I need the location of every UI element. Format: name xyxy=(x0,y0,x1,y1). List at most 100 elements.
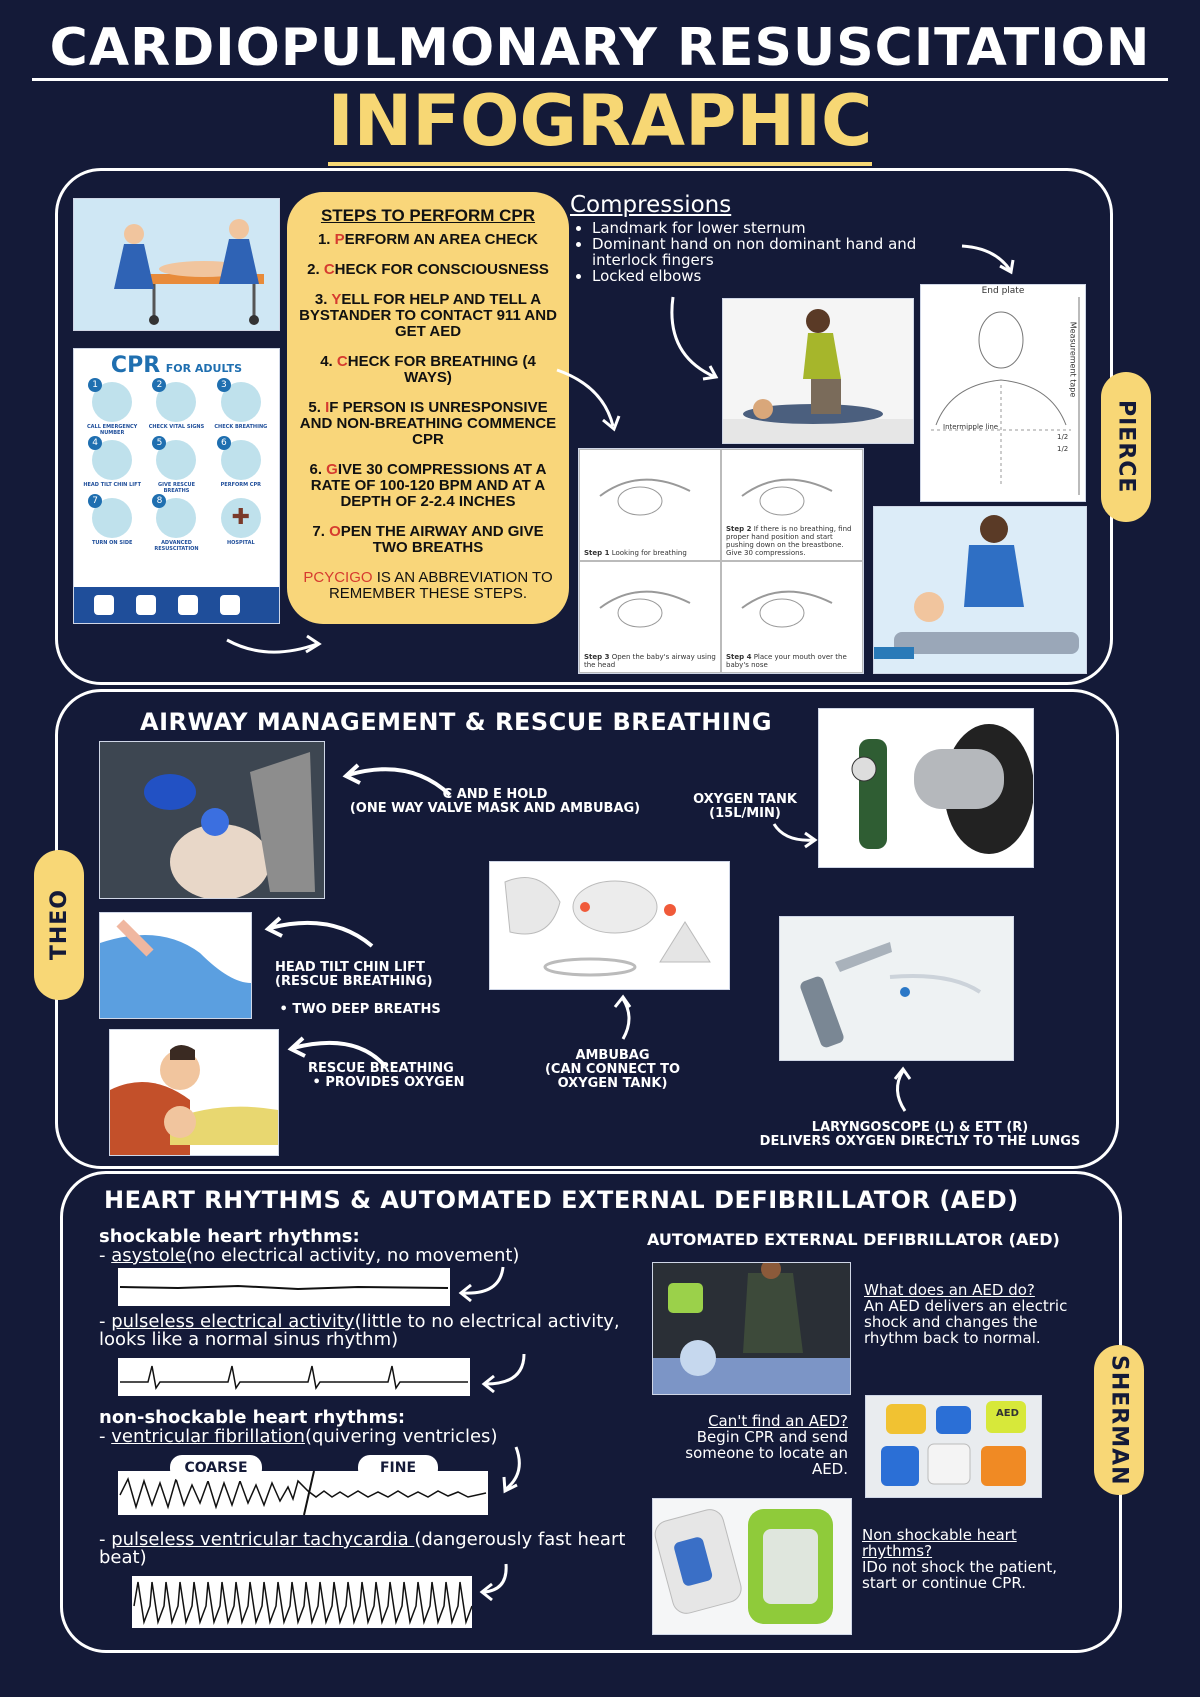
rescue-breathing-caption: RESCUE BREATHING • PROVIDES OXYGEN xyxy=(308,1061,465,1090)
curved-arrow-icon xyxy=(481,1353,526,1394)
vf-text: - ventricular fibrillation(quivering ven… xyxy=(99,1426,498,1447)
coarse-badge: COARSE xyxy=(170,1455,262,1481)
cpr-step: 4. CHECK FOR BREATHING (4 WAYS) xyxy=(320,353,536,386)
infant-step-cell: Step 3 Open the baby's airway using the … xyxy=(579,561,721,673)
main-subtitle: INFOGRAPHIC xyxy=(0,80,1200,166)
compression-bullet: Landmark for lower sternum xyxy=(592,220,970,236)
curved-arrow-icon xyxy=(264,916,374,948)
step-label: HEAD TILT CHIN LIFT xyxy=(83,482,141,488)
step-number: 2 xyxy=(152,378,167,392)
curved-arrow-icon xyxy=(961,244,1015,275)
main-title: CARDIOPULMONARY RESUSCITATION xyxy=(0,18,1200,81)
compression-bullet: Locked elbows xyxy=(592,268,970,284)
curved-arrow-icon xyxy=(670,296,719,381)
compression-bullet: Dominant hand on non dominant hand and i… xyxy=(592,236,970,268)
poster-title: CPR FOR ADULTS xyxy=(110,353,243,378)
curved-arrow-icon xyxy=(613,994,632,1040)
fine-badge: FINE xyxy=(358,1455,438,1481)
curved-arrow-icon xyxy=(479,1563,508,1602)
airway-section-title: AIRWAY MANAGEMENT & RESCUE BREATHING xyxy=(140,708,773,736)
cpr-step: 1. PERFORM AN AREA CHECK xyxy=(317,231,539,248)
chest-landmark-diagram: End plate Measurement tape Intermipple l… xyxy=(920,284,1086,502)
step-illustration-icon: 2 xyxy=(152,378,197,422)
rescue-breathing-illustration xyxy=(109,1029,279,1156)
pea-strip xyxy=(118,1358,470,1396)
aed-training-photo xyxy=(652,1262,851,1395)
aed-badge-label: AED xyxy=(996,1408,1019,1419)
step-label: CHECK VITAL SIGNS xyxy=(148,424,205,430)
poster-footer xyxy=(74,587,279,623)
curved-arrow-icon xyxy=(893,1066,912,1112)
compressions-section: Compressions Landmark for lower sternumD… xyxy=(570,192,970,284)
steps-title: STEPS TO PERFORM CPR xyxy=(320,206,536,225)
infant-step-cell: Step 2 If there is no breathing, find pr… xyxy=(721,449,863,561)
pea-text: - pulseless electrical activity(little t… xyxy=(99,1311,620,1350)
rescuer-illustration xyxy=(873,506,1087,674)
diagram-label: 1/2 xyxy=(1057,445,1069,453)
step-number: 3 xyxy=(216,378,231,392)
c-e-hold-photo xyxy=(99,741,325,899)
vt-waveform xyxy=(133,1581,472,1625)
infant-step-cell: Step 1 Looking for breathing xyxy=(579,449,721,561)
cpr-step: 5. IF PERSON IS UNRESPONSIVE AND NON-BRE… xyxy=(299,399,557,448)
aed-heading: AUTOMATED EXTERNAL DEFIBRILLATOR (AED) xyxy=(647,1230,1060,1249)
steps-note: PCYCIGO IS AN ABBREVIATION TO REMEMBER T… xyxy=(303,569,553,602)
aed-qa-3: Non shockable heart rhythms? IDo not sho… xyxy=(862,1526,1057,1592)
compressions-list: Landmark for lower sternumDominant hand … xyxy=(570,220,970,284)
compressions-title: Compressions xyxy=(570,192,732,218)
infant-step-cell: Step 4 Place your mouth over the baby's … xyxy=(721,561,863,673)
step-label: CHECK BREATHING xyxy=(214,424,268,430)
curved-arrow-icon xyxy=(287,1036,387,1068)
step-illustration-icon: 8 xyxy=(152,494,197,538)
curved-arrow-icon xyxy=(556,368,621,432)
diagram-label: End plate xyxy=(981,286,1025,296)
step-label: HOSPITAL xyxy=(227,540,255,546)
step-label: ADVANCED RESUSCITATION xyxy=(154,540,199,552)
step-label: GIVE RESCUE BREATHS xyxy=(157,482,195,494)
head-tilt-caption: HEAD TILT CHIN LIFT (RESCUE BREATHING) •… xyxy=(275,960,441,1017)
cpr-step: 2. CHECK FOR CONSCIOUSNESS xyxy=(307,261,549,278)
step-label: CALL EMERGENCY NUMBER xyxy=(87,424,138,436)
laryngoscope-photo xyxy=(779,916,1014,1061)
nonshockable-section: non-shockable heart rhythms: - ventricul… xyxy=(99,1407,639,1446)
oxygen-tank-photo xyxy=(818,708,1034,868)
step-number: 8 xyxy=(152,494,167,508)
asystole-strip xyxy=(118,1268,450,1306)
compression-photo xyxy=(722,298,914,444)
step-illustration-icon: 5 xyxy=(152,436,197,480)
asystole-text: - asystole(no electrical activity, no mo… xyxy=(99,1245,520,1266)
diagram-label: 1/2 xyxy=(1057,433,1069,441)
diagram-label: Measurement tape xyxy=(1068,321,1078,398)
curved-arrow-icon xyxy=(458,1266,505,1303)
rhythms-column: shockable heart rhythms: - asystole(no e… xyxy=(99,1226,639,1265)
diagram-label: Intermipple line xyxy=(943,423,999,431)
step-number: 6 xyxy=(216,436,231,450)
curved-arrow-icon xyxy=(502,1446,521,1494)
author-tag-theo: THEO xyxy=(34,850,84,1000)
aed-qa-1: What does an AED do? An AED delivers an … xyxy=(864,1281,1068,1347)
laryngoscope-caption: LARYNGOSCOPE (L) & ETT (R) DELIVERS OXYG… xyxy=(759,1120,1081,1149)
author-tag-sherman: SHERMAN xyxy=(1094,1345,1144,1495)
step-number: 5 xyxy=(152,436,167,450)
ambubag-photo xyxy=(489,861,730,990)
vt-strip xyxy=(132,1576,472,1628)
step-illustration-icon: 7 xyxy=(88,494,133,538)
c-e-hold-caption: C AND E HOLD (ONE WAY VALVE MASK AND AMB… xyxy=(349,787,641,816)
step-illustration-icon: 1 xyxy=(88,378,133,422)
steps-list: 1. PERFORM AN AREA CHECK 2. CHECK FOR CON… xyxy=(295,232,561,556)
step-number: 7 xyxy=(88,494,103,508)
step-illustration-icon: ✚ xyxy=(220,498,261,538)
curved-arrow-icon xyxy=(226,634,322,654)
heart-rhythms-title: HEART RHYTHMS & AUTOMATED EXTERNAL DEFIB… xyxy=(104,1186,1019,1214)
step-number: 1 xyxy=(88,378,103,392)
shockable-heading: shockable heart rhythms: xyxy=(99,1226,360,1247)
cpr-step: 6. GIVE 30 COMPRESSIONS AT A RATE OF 100… xyxy=(309,461,547,510)
